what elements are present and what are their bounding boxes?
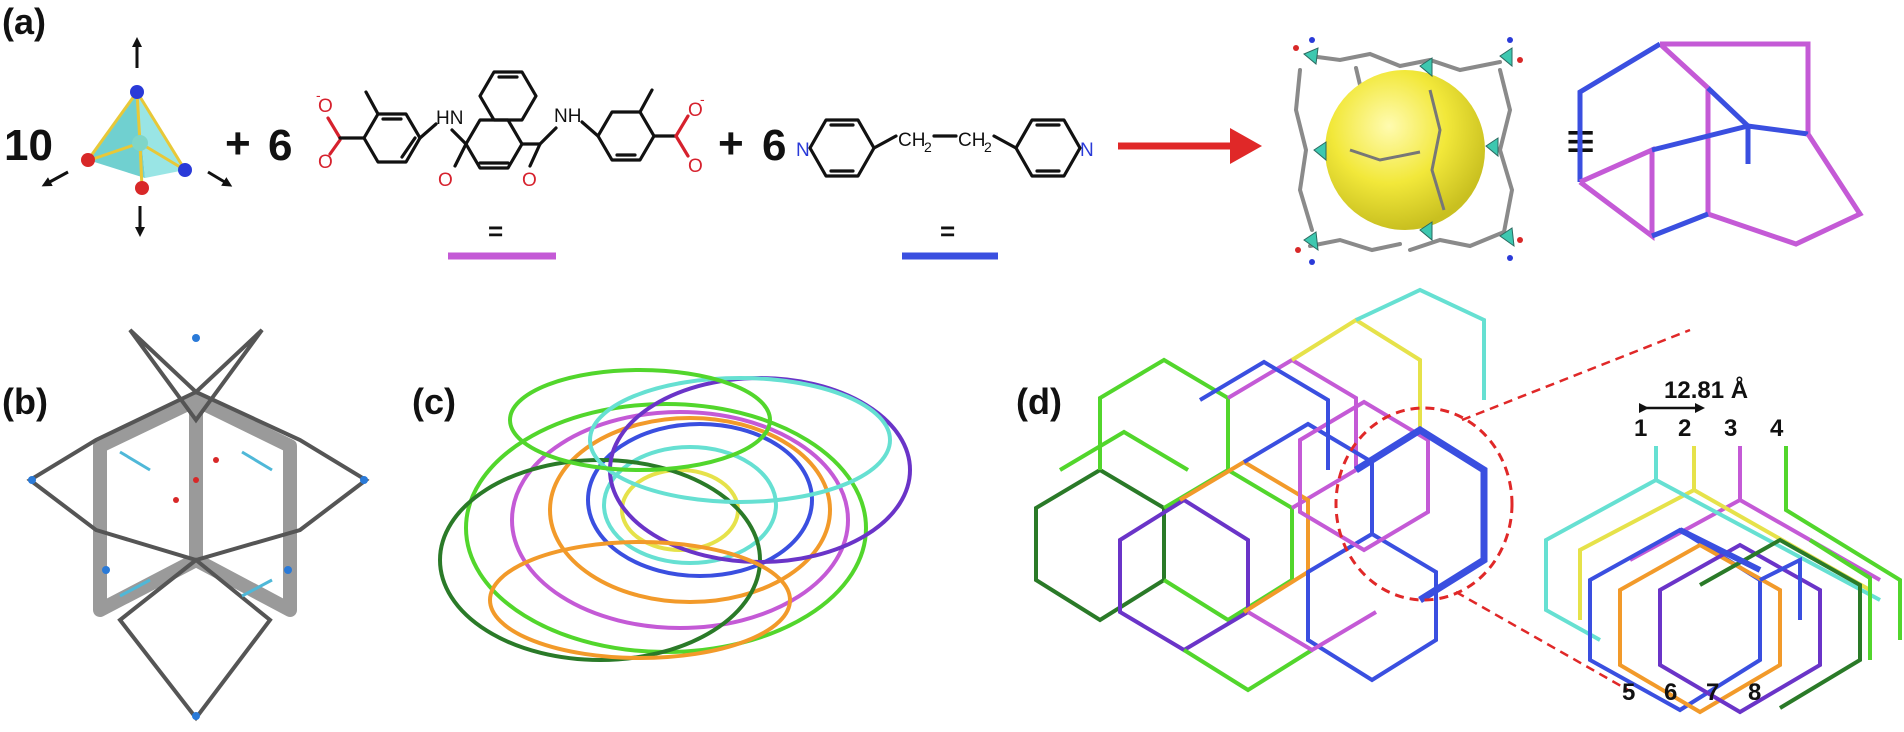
zoom-line-top bbox=[1461, 328, 1691, 422]
net-number-6: 6 bbox=[1664, 679, 1677, 706]
atom-ch2: CH bbox=[898, 130, 925, 151]
ligand1-count: 6 bbox=[268, 121, 292, 170]
charge-minus: - bbox=[316, 87, 321, 103]
metal-count: 10 bbox=[4, 121, 53, 170]
atom-ch2: CH bbox=[958, 130, 985, 151]
reaction-arrow bbox=[1118, 128, 1262, 164]
plus-2: + bbox=[718, 119, 744, 168]
ligand2-count: 6 bbox=[762, 121, 786, 170]
atom-n: N bbox=[796, 140, 810, 161]
ligand2-equals: = bbox=[940, 216, 955, 246]
atom-o: O bbox=[522, 170, 537, 191]
charge-minus: - bbox=[700, 91, 705, 107]
net-number-8: 8 bbox=[1748, 679, 1761, 706]
atom-nh: HN bbox=[436, 108, 463, 129]
atom-o: O bbox=[688, 156, 703, 177]
ligand-naphthalene-dicarboxylate: O - O HN O O NH bbox=[316, 70, 705, 191]
panel-label-a: (a) bbox=[2, 1, 46, 42]
panel-label-b: (b) bbox=[2, 381, 48, 422]
net-number-4: 4 bbox=[1770, 415, 1784, 442]
atom-n: N bbox=[1080, 140, 1094, 161]
net-number-3: 3 bbox=[1724, 415, 1737, 442]
atom-o: O bbox=[688, 100, 703, 121]
adamantane-topology-icon bbox=[1577, 41, 1864, 247]
subscript-2: 2 bbox=[984, 139, 992, 155]
distance-label: 12.81 Å bbox=[1664, 376, 1748, 404]
zoom-line-bottom bbox=[1455, 590, 1629, 692]
framework-view-b bbox=[26, 328, 370, 722]
net-number-5: 5 bbox=[1622, 679, 1635, 706]
atom-o: O bbox=[318, 152, 333, 173]
plus-1: + bbox=[225, 119, 251, 168]
net-number-7: 7 bbox=[1706, 679, 1719, 706]
atom-o: O bbox=[318, 96, 333, 117]
hexagonal-net-view-d bbox=[1034, 287, 1488, 693]
ligand1-equals: = bbox=[488, 216, 503, 246]
tetrahedral-node-icon bbox=[41, 37, 233, 237]
net-number-1: 1 bbox=[1634, 415, 1647, 442]
subscript-2: 2 bbox=[924, 139, 932, 155]
cavity-sphere bbox=[1325, 70, 1485, 230]
net-number-2: 2 bbox=[1678, 415, 1691, 442]
panel-label-c: (c) bbox=[412, 381, 456, 422]
interpenetrated-net-view-c bbox=[438, 368, 912, 662]
panel-label-d: (d) bbox=[1016, 381, 1062, 422]
ligand-bipyridylethane: N CH 2 CH 2 N bbox=[796, 118, 1094, 178]
adamantane-cage-structure bbox=[1293, 37, 1523, 265]
atom-hn: NH bbox=[554, 106, 581, 127]
zoomed-net-view-d bbox=[1544, 446, 1902, 715]
zoom-circle bbox=[1334, 406, 1514, 602]
atom-o: O bbox=[438, 170, 453, 191]
